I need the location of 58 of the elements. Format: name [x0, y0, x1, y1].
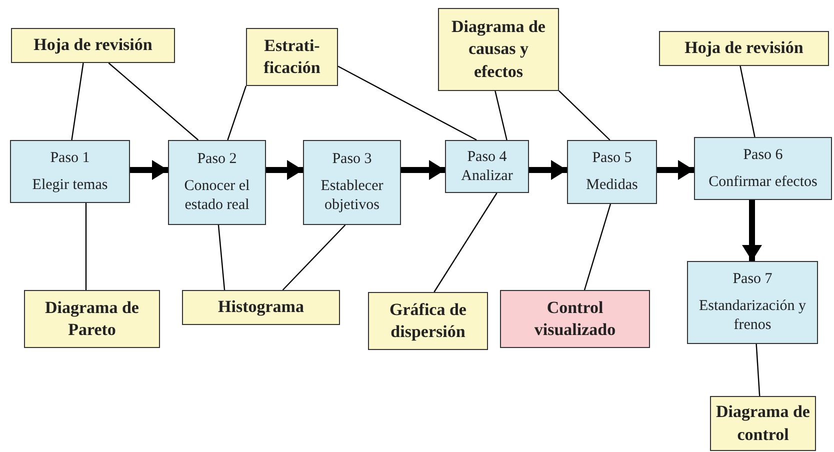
connector-line [756, 344, 760, 396]
arrow [130, 160, 168, 180]
tool-box [24, 290, 160, 348]
step-number: Paso 2 [197, 150, 237, 170]
connector-line [71, 62, 84, 140]
connector-line [740, 66, 756, 138]
tool-box [246, 28, 338, 86]
connector-line [108, 62, 199, 140]
tool-name: Control visualizado [533, 296, 617, 341]
step-number: Paso 6 [743, 146, 783, 164]
step-box [168, 140, 266, 225]
tool-name: Estrati- ficación [262, 34, 322, 79]
connector-line [85, 203, 87, 290]
tool-box [368, 292, 488, 350]
connector-line [282, 224, 346, 290]
connector-line [434, 192, 498, 292]
tool-box [659, 31, 829, 66]
step-box [567, 140, 657, 204]
step-box [687, 261, 818, 344]
arrow [742, 200, 762, 261]
step-number: Paso 3 [332, 150, 372, 170]
step-box [694, 137, 832, 200]
tool-box [710, 396, 816, 451]
arrow [266, 160, 303, 180]
step-number: Paso 1 [50, 148, 90, 168]
tool-box [11, 28, 175, 63]
tool-name: Diagrama de causas y efectos [450, 16, 546, 83]
step-label: Establecer objetivos [320, 177, 384, 215]
tool-name: Hoja de revisión [34, 34, 152, 56]
tool-name: Diagrama de Pareto [44, 296, 140, 341]
step-label: Medidas [586, 176, 638, 195]
step-label: Conocer el estado real [183, 177, 251, 215]
tool-box [438, 8, 559, 91]
tool-box [182, 290, 340, 325]
connector-line [584, 204, 612, 290]
connector-line [558, 90, 610, 140]
tool-box [500, 290, 650, 348]
tool-name: Histograma [218, 296, 304, 318]
connector-line [227, 86, 247, 140]
connector-line [218, 224, 226, 290]
step-label: Elegir temas [32, 176, 108, 194]
connector-line [494, 90, 508, 140]
tool-name: Diagrama de control [715, 401, 811, 446]
arrow [401, 160, 445, 180]
arrow [657, 160, 694, 180]
step-number: Paso 5 [592, 149, 632, 168]
step-label: Estandarización y frenos [698, 297, 808, 335]
step-box [10, 140, 130, 203]
step-label: Analizar [461, 166, 513, 186]
step-box [445, 140, 529, 193]
step-box [303, 140, 401, 225]
step-number: Paso 4 [467, 148, 507, 166]
arrow [529, 160, 567, 180]
tool-name: Gráfica de dispersión [388, 298, 468, 343]
step-number: Paso 7 [732, 270, 772, 290]
step-label: Confirmar efectos [708, 172, 818, 192]
tool-name: Hoja de revisión [684, 37, 804, 60]
connector-line [338, 66, 477, 141]
